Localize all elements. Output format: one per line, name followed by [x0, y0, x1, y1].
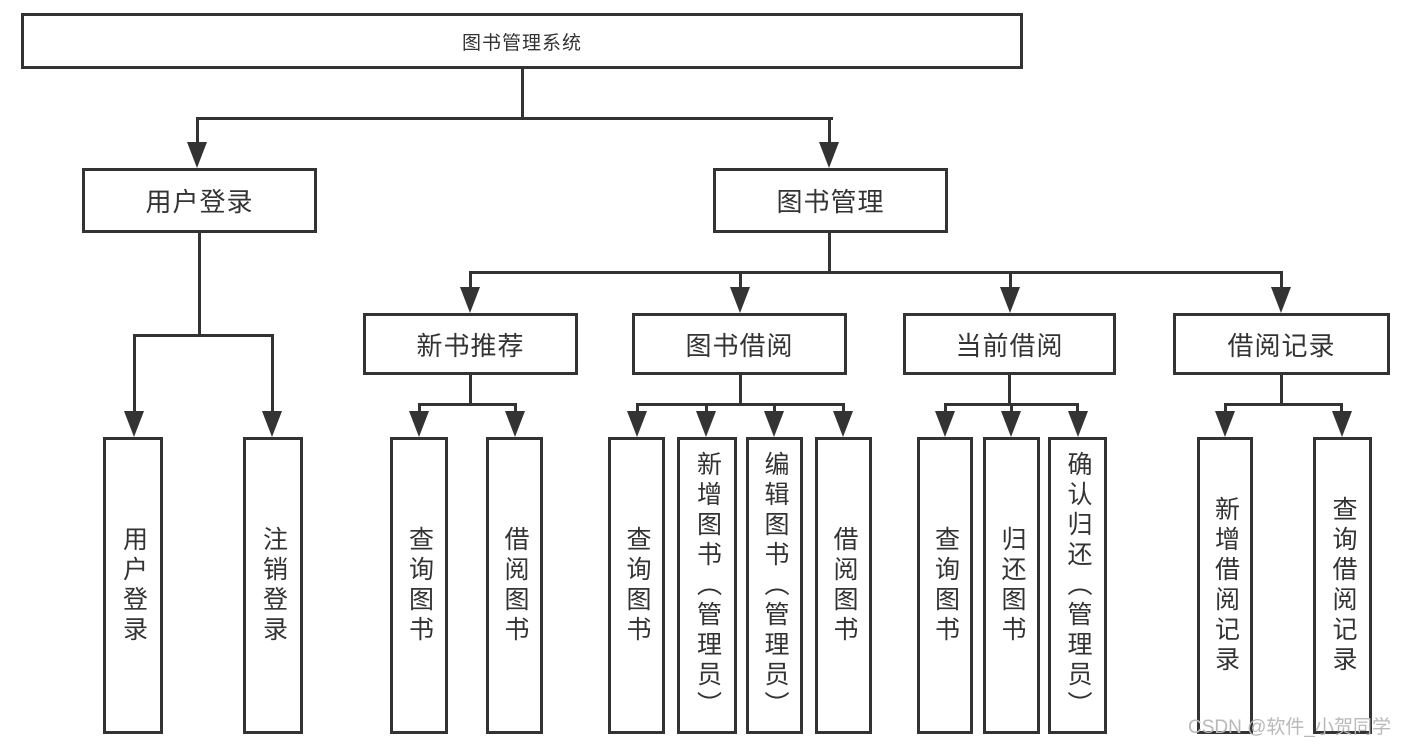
- leaf-edit-book-admin-label: 编辑图书（管理员）: [761, 450, 789, 721]
- connector-line: [1224, 403, 1227, 413]
- leaf-query-books-recommend-label: 查询图书: [405, 525, 434, 646]
- connector-line: [739, 271, 742, 289]
- connector-line: [1280, 375, 1283, 405]
- connector-line: [469, 271, 1283, 274]
- node-root-label: 图书管理系统: [461, 32, 582, 54]
- leaf-return-book: 归还图书: [983, 437, 1040, 734]
- connector-line: [469, 375, 472, 405]
- leaf-logout-label: 注销登录: [259, 525, 288, 646]
- connector-line: [133, 334, 274, 337]
- arrow-down-icon: [1332, 411, 1352, 437]
- connector-line: [1009, 271, 1012, 289]
- connector-line: [1076, 403, 1079, 413]
- leaf-confirm-return-admin-label: 确认归还（管理员）: [1064, 450, 1092, 721]
- connector-line: [514, 403, 517, 413]
- connector-line: [196, 117, 199, 144]
- leaf-add-borrow-record: 新增借阅记录: [1197, 437, 1253, 734]
- arrow-down-icon: [505, 411, 525, 437]
- arrow-down-icon: [1068, 411, 1088, 437]
- arrow-down-icon: [935, 411, 955, 437]
- arrow-down-icon: [409, 411, 429, 437]
- leaf-borrow-books-borrowing-label: 借阅图书: [830, 525, 858, 646]
- connector-line: [944, 403, 947, 413]
- connector-line: [828, 233, 831, 273]
- node-book-borrowing-label: 图书借阅: [685, 330, 794, 361]
- node-book-management-label: 图书管理: [776, 187, 885, 217]
- leaf-borrow-books-borrowing: 借阅图书: [815, 437, 872, 734]
- arrow-down-icon: [124, 411, 144, 437]
- leaf-query-books-current-label: 查询图书: [931, 525, 960, 646]
- arrow-down-icon: [819, 142, 839, 168]
- connector-line: [196, 117, 833, 120]
- leaf-edit-book-admin: 编辑图书（管理员）: [746, 437, 803, 734]
- arrow-down-icon: [1271, 287, 1291, 313]
- leaf-query-borrow-record: 查询借阅记录: [1313, 437, 1372, 734]
- node-new-book-recommend: 新书推荐: [363, 313, 578, 375]
- leaf-query-books-borrowing: 查询图书: [608, 437, 665, 734]
- connector-line: [636, 403, 845, 406]
- arrow-down-icon: [187, 142, 207, 168]
- connector-line: [271, 334, 274, 411]
- node-borrow-records-label: 借阅记录: [1227, 330, 1336, 361]
- node-current-borrowing-label: 当前借阅: [955, 330, 1064, 361]
- leaf-confirm-return-admin: 确认归还（管理员）: [1048, 437, 1107, 734]
- node-book-borrowing: 图书借阅: [632, 313, 847, 375]
- connector-line: [1224, 403, 1343, 406]
- connector-line: [739, 375, 742, 405]
- leaf-user-login: 用户登录: [103, 437, 163, 734]
- leaf-return-book-label: 归还图书: [998, 525, 1026, 646]
- leaf-borrow-books-recommend-label: 借阅图书: [501, 525, 529, 646]
- connector-line: [773, 403, 776, 413]
- leaf-add-book-admin-label: 新增图书（管理员）: [693, 450, 722, 721]
- node-current-borrowing: 当前借阅: [903, 313, 1116, 375]
- leaf-query-books-current: 查询图书: [917, 437, 973, 734]
- node-new-book-recommend-label: 新书推荐: [416, 330, 525, 361]
- arrow-down-icon: [730, 287, 750, 313]
- connector-line: [705, 403, 708, 413]
- connector-line: [1340, 403, 1343, 413]
- node-user-login: 用户登录: [82, 168, 317, 233]
- connector-line: [828, 117, 831, 144]
- arrow-down-icon: [627, 411, 647, 437]
- connector-line: [1010, 403, 1013, 413]
- node-borrow-records: 借阅记录: [1173, 313, 1390, 375]
- leaf-add-book-admin: 新增图书（管理员）: [677, 437, 737, 734]
- connector-line: [842, 403, 845, 413]
- node-root: 图书管理系统: [21, 13, 1023, 69]
- node-user-login-label: 用户登录: [145, 187, 254, 217]
- leaf-add-borrow-record-label: 新增借阅记录: [1211, 495, 1240, 676]
- arrow-down-icon: [696, 411, 716, 437]
- node-book-management: 图书管理: [713, 168, 948, 233]
- connector-line: [469, 271, 472, 289]
- arrow-down-icon: [1000, 287, 1020, 313]
- leaf-user-login-label: 用户登录: [119, 525, 148, 646]
- arrow-down-icon: [1215, 411, 1235, 437]
- leaf-logout: 注销登录: [243, 437, 303, 734]
- arrow-down-icon: [764, 411, 784, 437]
- connector-line: [198, 233, 201, 335]
- arrow-down-icon: [262, 411, 282, 437]
- connector-line: [1008, 375, 1011, 405]
- connector-line: [521, 69, 524, 118]
- connector-line: [418, 403, 517, 406]
- leaf-borrow-books-recommend: 借阅图书: [486, 437, 543, 734]
- connector-line: [418, 403, 421, 413]
- arrow-down-icon: [1001, 411, 1021, 437]
- leaf-query-books-borrowing-label: 查询图书: [623, 525, 651, 646]
- arrow-down-icon: [460, 287, 480, 313]
- leaf-query-borrow-record-label: 查询借阅记录: [1329, 495, 1357, 676]
- connector-line: [636, 403, 639, 413]
- watermark: CSDN @软件_小贺同学: [1188, 717, 1391, 738]
- leaf-query-books-recommend: 查询图书: [390, 437, 448, 734]
- connector-line: [133, 334, 136, 411]
- connector-line: [1280, 271, 1283, 289]
- arrow-down-icon: [833, 411, 853, 437]
